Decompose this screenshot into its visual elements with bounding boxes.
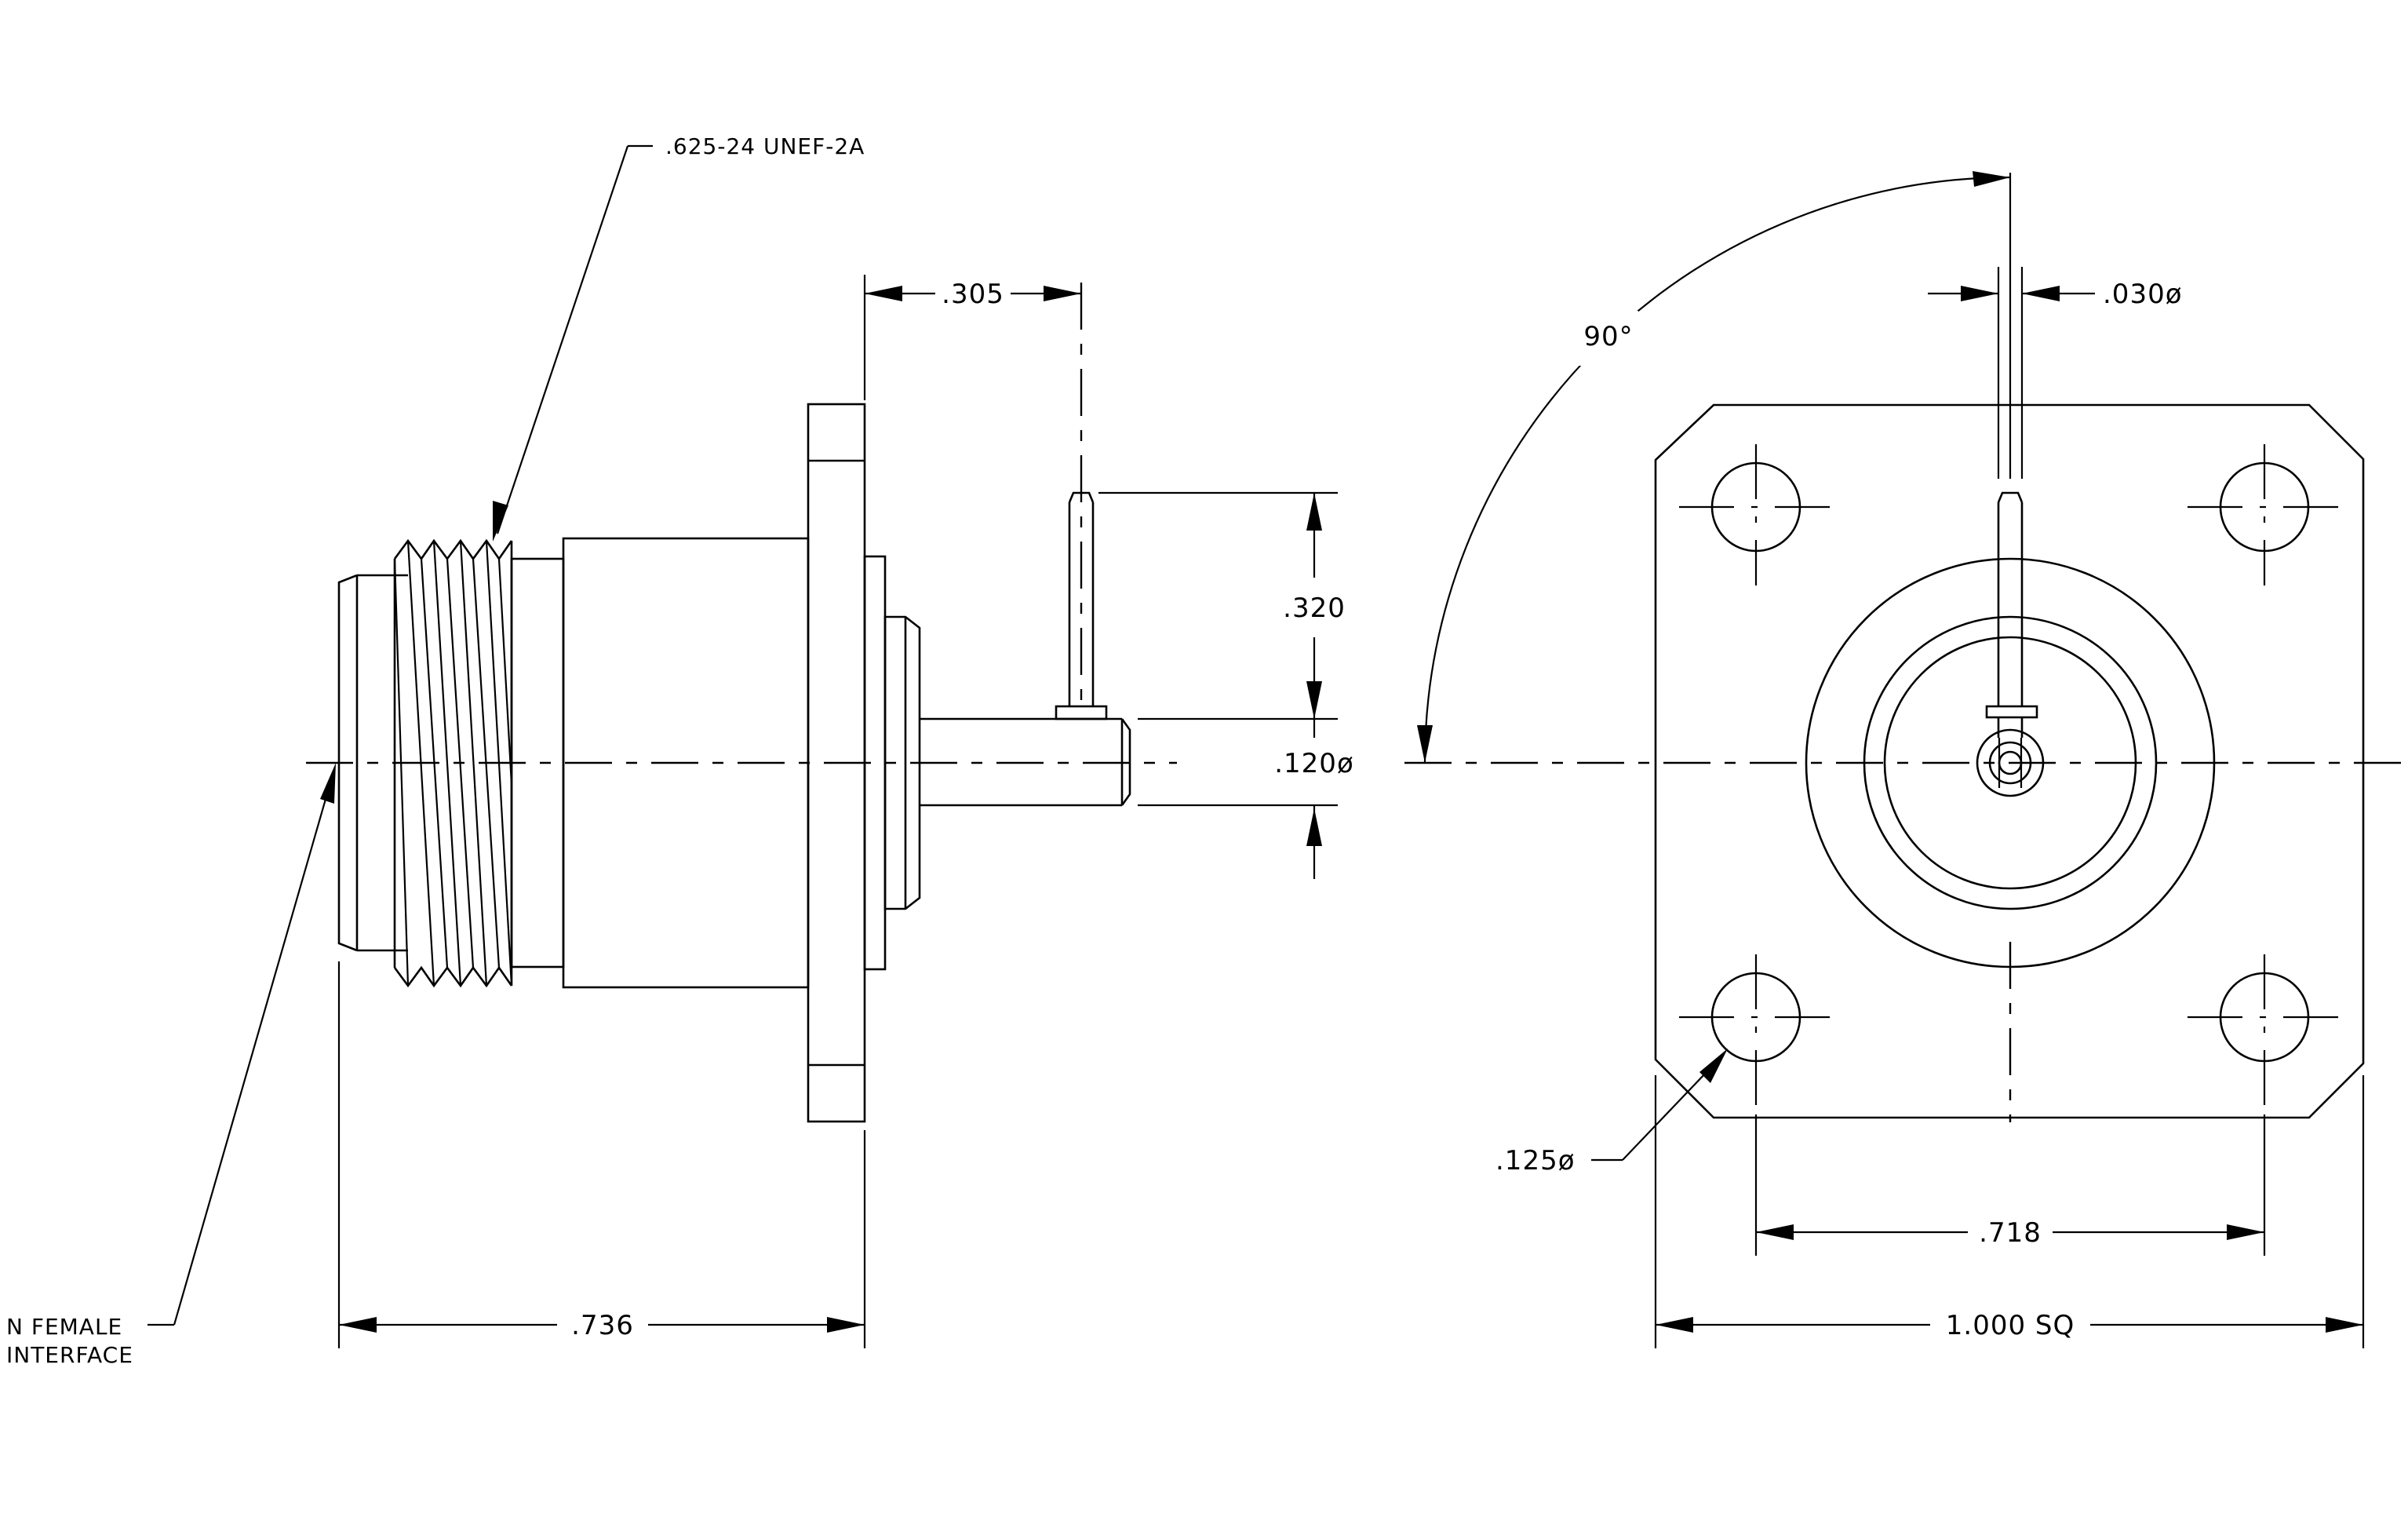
dim-120-label: .120ø (1274, 748, 1354, 779)
square-flange (1654, 403, 2365, 1119)
dim-125: .125ø (1495, 1049, 1728, 1176)
interface-nose (337, 574, 358, 952)
interface-label-line1: N FEMALE (6, 1314, 122, 1340)
side-view: .305 .320 .120ø .736 (6, 133, 1354, 1368)
interface-outer-circle (1863, 615, 2158, 910)
thread-section (393, 538, 513, 988)
dim-320-label: .320 (1283, 593, 1346, 624)
thread-callout: .625-24 UNEF-2A (493, 133, 865, 542)
dim-305-label: .305 (942, 279, 1004, 310)
mounting-hole-br (2188, 954, 2346, 1107)
dim-90-label: 90° (1583, 321, 1633, 352)
dim-125-label: .125ø (1495, 1145, 1576, 1176)
mounting-hole-tl (1679, 444, 1834, 585)
dim-1000-label: 1.000 SQ (1946, 1310, 2075, 1341)
dim-718: .718 (1754, 1114, 2266, 1256)
front-view: .030ø 90° .125ø .718 (1404, 171, 2408, 1348)
dim-305: .305 (863, 275, 1081, 400)
center-contact-mid (1988, 741, 2032, 785)
dim-718-label: .718 (1979, 1217, 2042, 1249)
dim-120: .120ø (1138, 719, 1354, 879)
mounting-hole-tr (2188, 444, 2346, 585)
dim-320: .320 (1098, 491, 1346, 720)
dim-736-label: .736 (571, 1310, 634, 1341)
solder-pin-front (1985, 173, 2038, 738)
dim-1000: 1.000 SQ (1654, 1075, 2365, 1348)
center-contact-outer (1976, 728, 2045, 797)
interface-label-line2: INTERFACE (6, 1342, 133, 1368)
mounting-hole-bl (1679, 954, 1834, 1107)
solder-pin-side (1055, 283, 1108, 720)
dim-90-deg: 90° (1417, 171, 2011, 764)
dim-030-label: .030ø (2103, 279, 2183, 310)
interface-inner-circle (1883, 636, 2137, 890)
dim-736: .736 (337, 961, 866, 1348)
interface-callout: N FEMALE INTERFACE (6, 763, 336, 1368)
body-outer-circle (1805, 557, 2216, 968)
pin-body-side (920, 717, 1131, 807)
thread-spec-label: .625-24 UNEF-2A (665, 133, 865, 159)
dim-030: .030ø (1928, 267, 2183, 479)
